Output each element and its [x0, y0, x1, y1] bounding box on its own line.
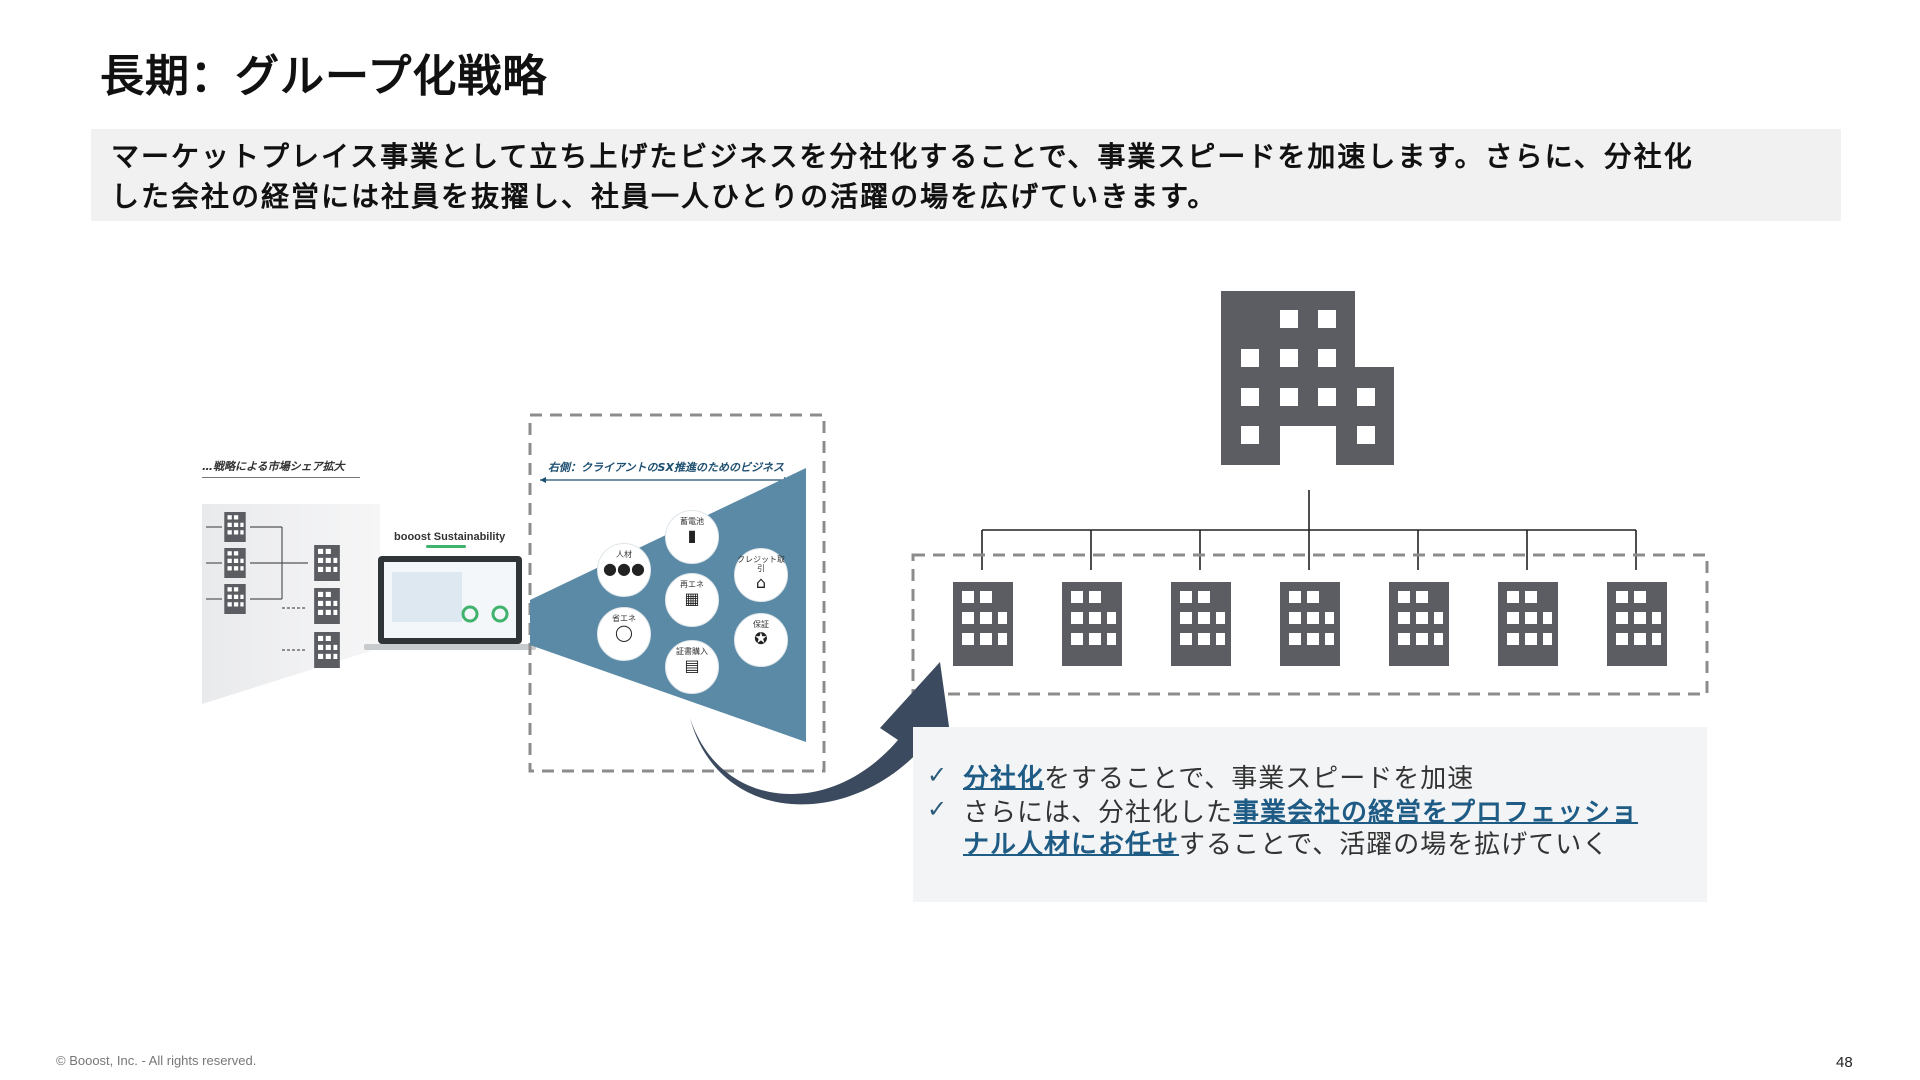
note-highlight: ナル人材にお任せ: [963, 830, 1180, 860]
lead-text: マーケットプレイス事業として立ち上げたビジネスを分社化することで、事業スピードを…: [111, 137, 1831, 217]
circle-label: クレジット取引: [737, 555, 785, 573]
laptop-illustration: [364, 556, 536, 650]
booost-logo: booost: [394, 531, 431, 543]
note-highlight: 事業会社の経営をプロフェッショ: [1233, 798, 1639, 828]
solar-panel-icon: ▦: [684, 589, 700, 608]
copyright: © Booost, Inc. - All rights reserved.: [56, 1053, 257, 1068]
subsidiary-building-icon: [953, 582, 1013, 666]
left-building-group-b: [314, 545, 340, 668]
document-icon: ▤: [684, 656, 700, 675]
notes-box: ✓ 分社化をすることで、事業スピードを加速 ✓ さらには、分社化した事業会社の経…: [913, 727, 1707, 902]
note-item-2-line-2: ナル人材にお任せすることで、活躍の場を拡げていく: [963, 829, 1609, 861]
subsidiary-building-icon: [1607, 582, 1667, 666]
circle-label: 保証: [753, 620, 769, 629]
circle-hr: 人材 ●●●: [597, 543, 651, 597]
left-building-group-a: [224, 512, 246, 614]
circle-guarantee: 保証 ✪: [734, 613, 788, 667]
page-title: 長期：グループ化戦略: [100, 51, 548, 102]
sustainability-label: Sustainability: [433, 531, 506, 543]
certificate-icon: ✪: [754, 629, 768, 648]
check-icon: ✓: [927, 795, 948, 823]
subsidiary-building-icon: [1389, 582, 1449, 666]
lead-line-1: マーケットプレイス事業として立ち上げたビジネスを分社化することで、事業スピードを…: [111, 140, 1694, 173]
circle-label: 再エネ: [680, 580, 704, 589]
lead-box: マーケットプレイス事業として立ち上げたビジネスを分社化することで、事業スピードを…: [91, 129, 1841, 221]
note-text: さらには、分社化した: [963, 798, 1234, 828]
people-icon: ●●●: [603, 559, 645, 578]
subsidiary-building-icon: [1171, 582, 1231, 666]
spin-off-arrow: [690, 662, 952, 805]
market-share-arrow: [202, 477, 360, 478]
subsidiaries-dashed-frame: [911, 553, 1709, 696]
circle-label: 蓄電池: [680, 517, 704, 526]
market-share-label: …戦略による市場シェア拡大: [202, 460, 345, 473]
note-item-1: 分社化をすることで、事業スピードを加速: [963, 763, 1474, 795]
note-highlight: 分社化: [963, 764, 1045, 794]
circle-renewable: 再エネ ▦: [665, 573, 719, 627]
subsidiary-building-icon: [1280, 582, 1340, 666]
note-item-2-line-1: さらには、分社化した事業会社の経営をプロフェッショ: [963, 797, 1638, 829]
circle-credit: クレジット取引 ⌂: [734, 548, 788, 602]
circle-label: 証書購入: [676, 647, 708, 656]
circle-certificate-purchase: 証書購入 ▤: [665, 640, 719, 694]
note-text: をすることで、事業スピードを加速: [1044, 764, 1475, 794]
lightbulb-icon: ◯: [615, 623, 633, 642]
subsidiary-building-icon: [1498, 582, 1558, 666]
org-tree-lines: [981, 490, 1637, 570]
note-text: することで、活躍の場を拡げていく: [1179, 830, 1610, 860]
brand-underline: [426, 545, 466, 548]
circle-battery: 蓄電池 ▮: [665, 510, 719, 564]
battery-icon: ▮: [687, 526, 697, 545]
subsidiary-building-icon: [1062, 582, 1122, 666]
funnel-label: 右側：クライアントのSX推進のためのビジネス: [548, 461, 784, 474]
lead-line-2: した会社の経営には社員を抜擢し、社員一人ひとりの活躍の場を広げていきます。: [111, 180, 1218, 213]
left-tree-lines: [206, 526, 308, 651]
page-number: 48: [1836, 1054, 1853, 1071]
circle-energy-saving: 省エネ ◯: [597, 607, 651, 661]
funnel-dashed-frame: [528, 413, 826, 773]
check-icon: ✓: [927, 761, 948, 789]
laptop-brand: booost Sustainability: [394, 531, 506, 548]
circle-label: 人材: [616, 550, 632, 559]
circle-label: 省エネ: [612, 614, 636, 623]
subsidiary-buildings: [953, 582, 1667, 666]
shop-icon: ⌂: [755, 573, 767, 592]
parent-building-icon: [1221, 291, 1394, 465]
